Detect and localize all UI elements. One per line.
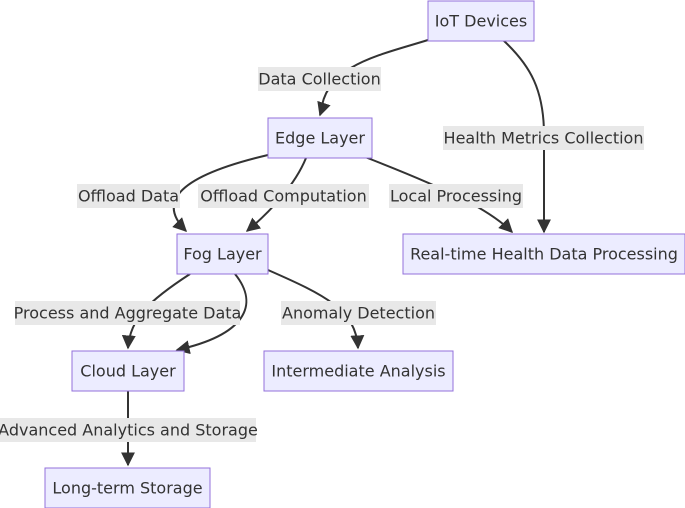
edge-label-process-aggregate: Process and Aggregate Data: [14, 301, 242, 325]
node-label: Long-term Storage: [52, 479, 202, 498]
node-label: Edge Layer: [275, 129, 365, 148]
node-cloud-layer: Cloud Layer: [71, 350, 185, 392]
node-label: Real-time Health Data Processing: [410, 245, 678, 264]
edge-label-local-processing: Local Processing: [389, 184, 523, 208]
edge-label-health-metrics-collection: Health Metrics Collection: [443, 126, 644, 150]
edge-label-text: Advanced Analytics and Storage: [0, 421, 258, 440]
edge-label-text: Offload Computation: [200, 187, 366, 206]
node-label: Fog Layer: [183, 245, 262, 264]
node-long-term-storage: Long-term Storage: [44, 467, 211, 508]
edge-label-advanced-analytics: Advanced Analytics and Storage: [0, 418, 258, 442]
edge-label-text: Process and Aggregate Data: [14, 304, 242, 323]
edge-fog-to-cloud-return: [175, 273, 248, 355]
node-iot-devices: IoT Devices: [427, 0, 535, 42]
node-edge-layer: Edge Layer: [267, 117, 373, 159]
nodes: IoT Devices Edge Layer Fog Layer Real-ti…: [44, 0, 685, 508]
node-label: IoT Devices: [435, 12, 527, 31]
edge-label-text: Health Metrics Collection: [444, 129, 644, 148]
edge-label-offload-data: Offload Data: [77, 184, 180, 208]
edge-label-text: Local Processing: [390, 187, 522, 206]
edge-edge-to-fog-offload-data: [172, 154, 269, 232]
node-fog-layer: Fog Layer: [176, 233, 269, 275]
node-realtime-processing: Real-time Health Data Processing: [402, 233, 685, 275]
edge-label-text: Offload Data: [78, 187, 179, 206]
edge-label-text: Data Collection: [258, 70, 380, 89]
node-intermediate-analysis: Intermediate Analysis: [263, 350, 454, 392]
edge-label-data-collection: Data Collection: [258, 67, 381, 91]
edge-labels: Data Collection Health Metrics Collectio…: [0, 67, 644, 442]
edge-label-anomaly-detection: Anomaly Detection: [281, 301, 436, 325]
edge-label-text: Anomaly Detection: [282, 304, 435, 323]
node-label: Cloud Layer: [80, 362, 176, 381]
edge-iot-to-edge: [317, 39, 429, 117]
node-label: Intermediate Analysis: [271, 362, 445, 381]
edge-label-offload-computation: Offload Computation: [198, 184, 369, 208]
